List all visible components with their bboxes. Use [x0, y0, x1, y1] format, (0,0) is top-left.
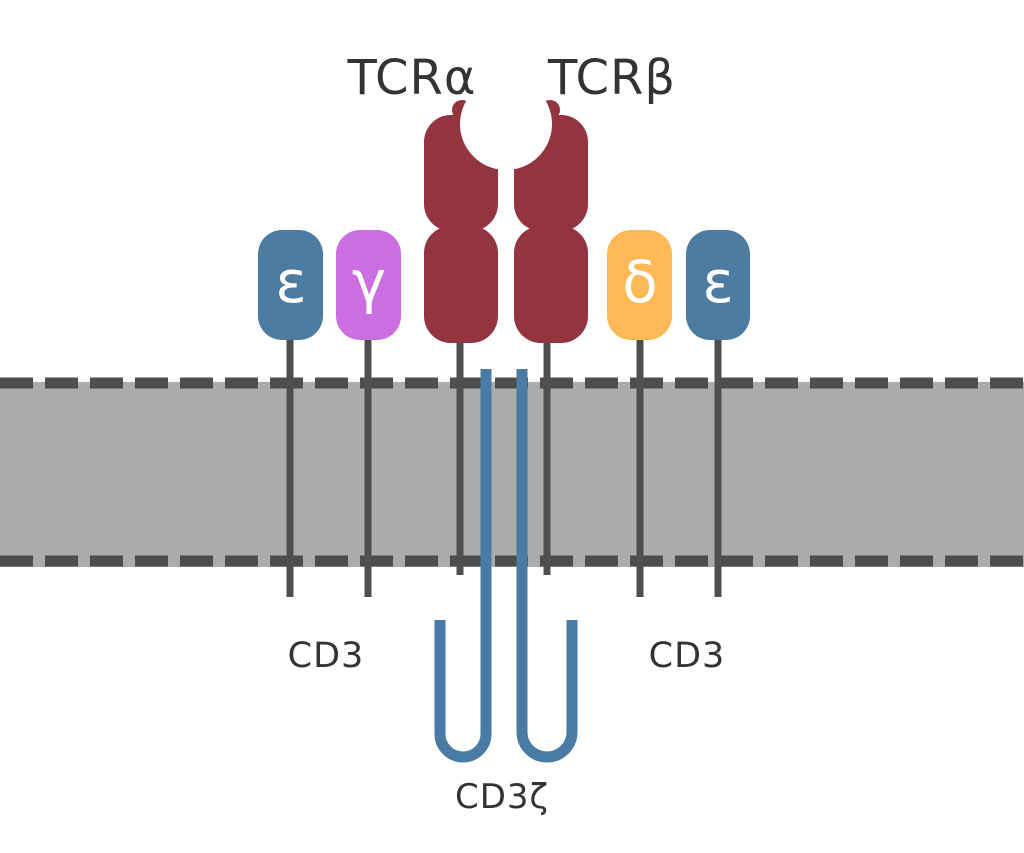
cd3-delta-subunit — [607, 230, 672, 340]
cd3-zeta-chains — [434, 369, 578, 763]
tcr-beta-label: TCRβ — [547, 50, 676, 106]
cd3-epsilon-right-subunit — [686, 230, 750, 340]
membrane-lipid-band — [0, 382, 1024, 567]
tcr-beta-constant-domain — [514, 226, 588, 343]
cd3-epsilon-right-letter: ε — [702, 248, 733, 316]
cd3-zeta-label: CD3ζ — [455, 777, 549, 817]
cd3-gamma-subunit — [336, 230, 401, 340]
tcr-alpha-constant-domain — [424, 226, 498, 343]
labels: TCRα TCRβ CD3 CD3 CD3ζ — [288, 50, 726, 817]
cd3-epsilon-left-subunit — [258, 230, 323, 340]
cd3-gamma-letter: γ — [352, 248, 386, 316]
cell-membrane — [0, 377, 1024, 567]
cd3-subunits: ε γ δ ε — [258, 230, 750, 340]
cd3-right-label: CD3 — [649, 636, 726, 676]
cd3-zeta-chain-right — [516, 369, 578, 763]
cd3-delta-letter: δ — [622, 248, 658, 316]
tcr-alpha-label: TCRα — [346, 50, 476, 106]
antigen-binding-notch — [460, 78, 552, 170]
transmembrane-stalks — [286, 332, 722, 597]
cd3-epsilon-left-letter: ε — [275, 248, 306, 316]
cd3-zeta-chain-left — [434, 369, 492, 763]
cd3-left-label: CD3 — [288, 636, 365, 676]
